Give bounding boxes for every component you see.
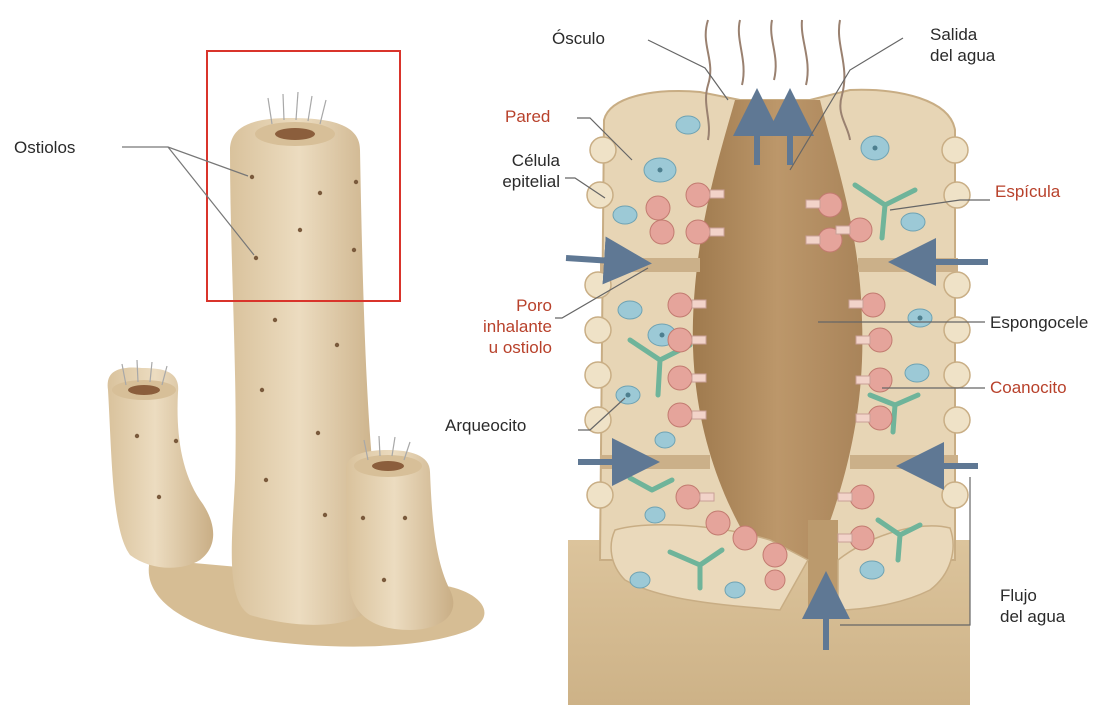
label-poro-line1: Poro [460,295,552,316]
label-celula-epitelial: Célula epitelial [480,150,560,192]
label-osculo: Ósculo [552,28,605,49]
label-celula-line1: Célula [480,150,560,171]
label-salida-del-agua: Salida del agua [930,24,995,66]
sponge-exterior-illustration [108,51,485,647]
label-salida-line2: del agua [930,45,995,66]
label-poro-line3: u ostiolo [460,337,552,358]
sponge-cross-section [566,20,988,705]
label-espicula: Espícula [995,181,1060,202]
label-arqueocito: Arqueocito [445,415,526,436]
label-coanocito: Coanocito [990,377,1067,398]
label-flujo-line2: del agua [1000,606,1065,627]
label-poro-line2: inhalante [460,316,552,337]
label-pared: Pared [505,106,550,127]
label-flujo-del-agua: Flujo del agua [1000,585,1065,627]
label-flujo-line1: Flujo [1000,585,1065,606]
label-salida-line1: Salida [930,24,995,45]
label-espongocele: Espongocele [990,312,1088,333]
label-celula-line2: epitelial [480,171,560,192]
label-poro-inhalante: Poro inhalante u ostiolo [460,295,552,358]
label-ostiolos: Ostiolos [14,137,75,158]
